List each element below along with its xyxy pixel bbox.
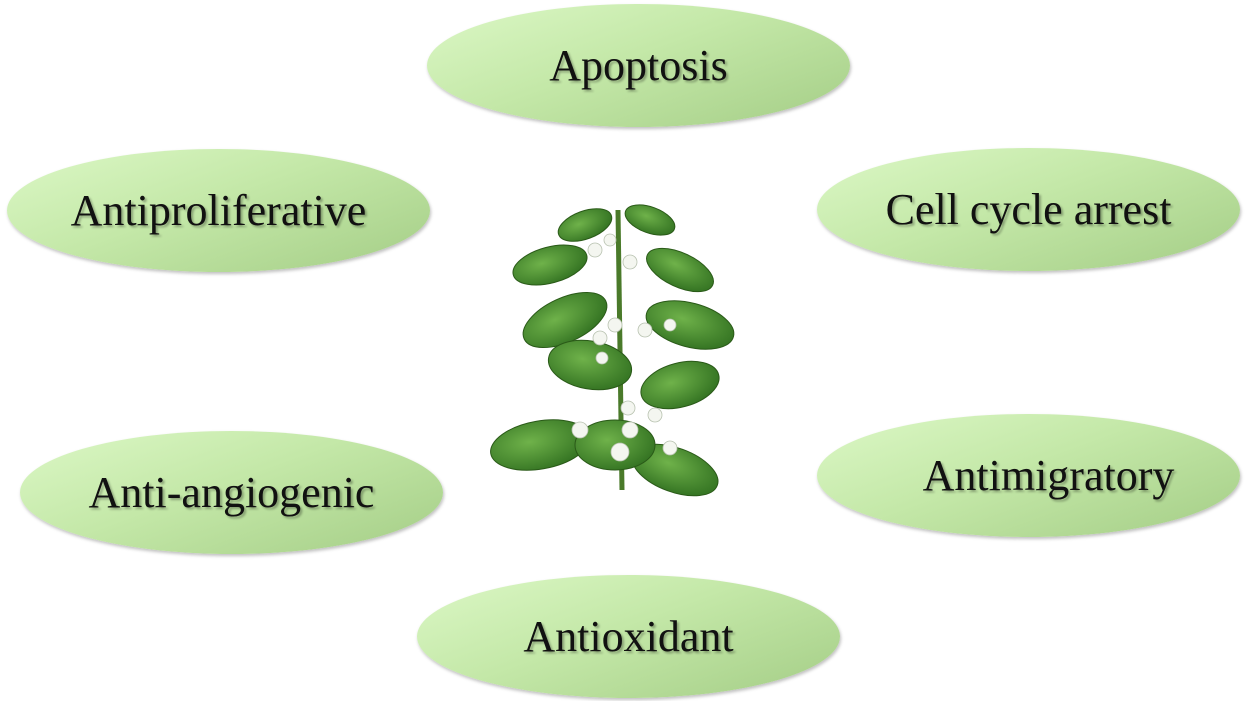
- antiproliferative-ellipse: Antiproliferative: [7, 149, 430, 272]
- antimigratory-ellipse: Antimigratory: [817, 414, 1240, 537]
- antioxidant-label: Antioxidant: [523, 612, 734, 661]
- antiproliferative-label: Antiproliferative: [70, 186, 367, 235]
- apoptosis-label: Apoptosis: [549, 41, 728, 90]
- cell-cycle-arrest-ellipse: Cell cycle arrest: [817, 148, 1240, 271]
- antioxidant-ellipse: Antioxidant: [417, 575, 840, 698]
- plant-image: [490, 204, 735, 497]
- anti-angiogenic-label: Anti-angiogenic: [88, 468, 375, 517]
- antimigratory-label: Antimigratory: [922, 451, 1175, 500]
- anti-angiogenic-ellipse: Anti-angiogenic: [20, 431, 443, 554]
- cell-cycle-arrest-label: Cell cycle arrest: [885, 185, 1172, 234]
- apoptosis-ellipse: Apoptosis: [427, 4, 850, 127]
